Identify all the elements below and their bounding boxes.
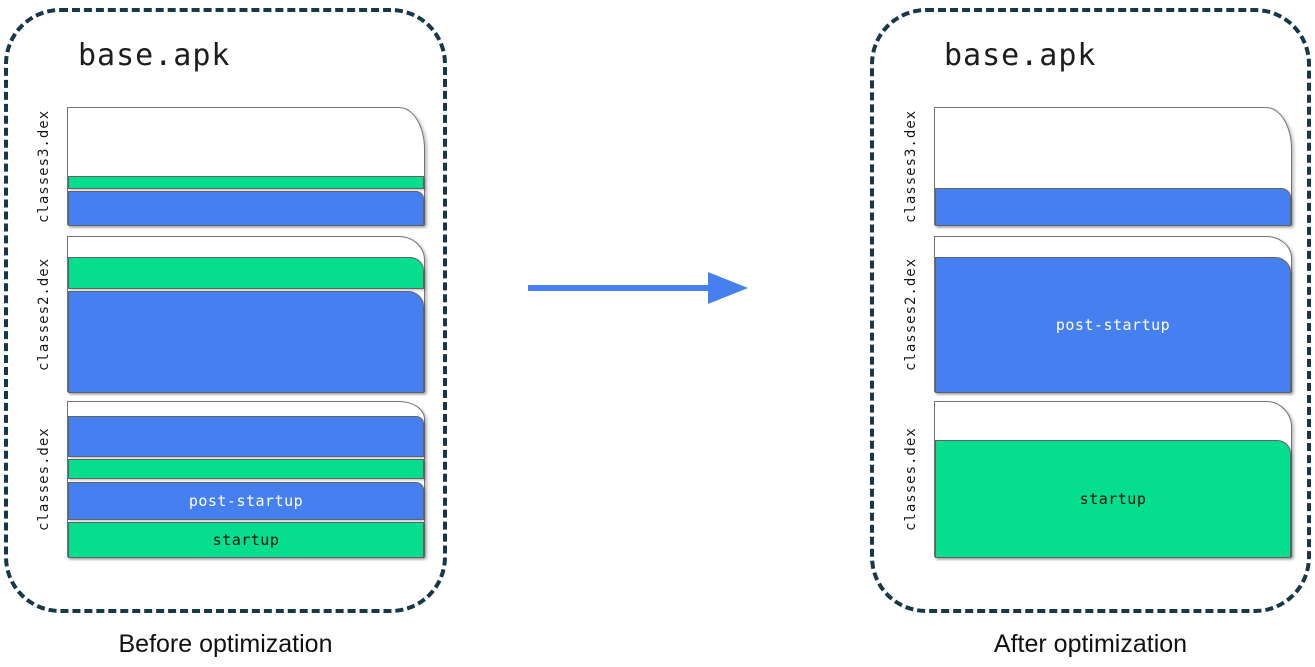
file-classes3.dex xyxy=(934,107,1292,226)
band-blue xyxy=(68,291,424,393)
caption-after: After optimization xyxy=(993,630,1188,658)
band-startup: startup xyxy=(68,522,424,558)
caption-before: Before optimization xyxy=(118,630,333,658)
band-blue xyxy=(68,416,424,457)
arrow-shaft xyxy=(528,285,714,291)
band-green xyxy=(68,459,424,479)
file-classes.dex: startup xyxy=(934,401,1292,558)
band-blue xyxy=(68,191,424,226)
apk-title-before: base.apk xyxy=(78,38,231,73)
band-label-post-startup: post-startup xyxy=(1055,315,1171,334)
arrow-head xyxy=(708,272,748,304)
band-post-startup: post-startup xyxy=(935,257,1291,393)
file-name-label-classes2.dex: classes2.dex xyxy=(36,257,52,371)
file-classes.dex: post-startup startup xyxy=(67,401,425,558)
after-panel: base.apk classes3.dex post-startup classes… xyxy=(870,8,1311,613)
file-name-label-classes.dex: classes.dex xyxy=(36,427,52,531)
band-blue xyxy=(935,188,1291,226)
file-classes2.dex: post-startup xyxy=(934,236,1292,393)
before-panel: base.apk classes3.dex classes2.dex post-st… xyxy=(4,8,447,613)
band-post-startup: post-startup xyxy=(68,482,424,520)
file-name-label-classes3.dex: classes3.dex xyxy=(36,109,52,223)
file-classes3.dex xyxy=(67,107,425,226)
band-label-startup: startup xyxy=(1079,489,1147,508)
band-green xyxy=(68,176,424,189)
file-name-label-classes2.dex: classes2.dex xyxy=(903,257,919,371)
file-classes2.dex xyxy=(67,236,425,393)
file-name-label-classes.dex: classes.dex xyxy=(903,427,919,531)
band-green xyxy=(68,257,424,289)
file-name-label-classes3.dex: classes3.dex xyxy=(903,109,919,223)
band-label-post-startup: post-startup xyxy=(188,491,304,510)
apk-title-after: base.apk xyxy=(944,38,1097,73)
band-label-startup: startup xyxy=(212,530,280,549)
band-startup: startup xyxy=(935,440,1291,558)
